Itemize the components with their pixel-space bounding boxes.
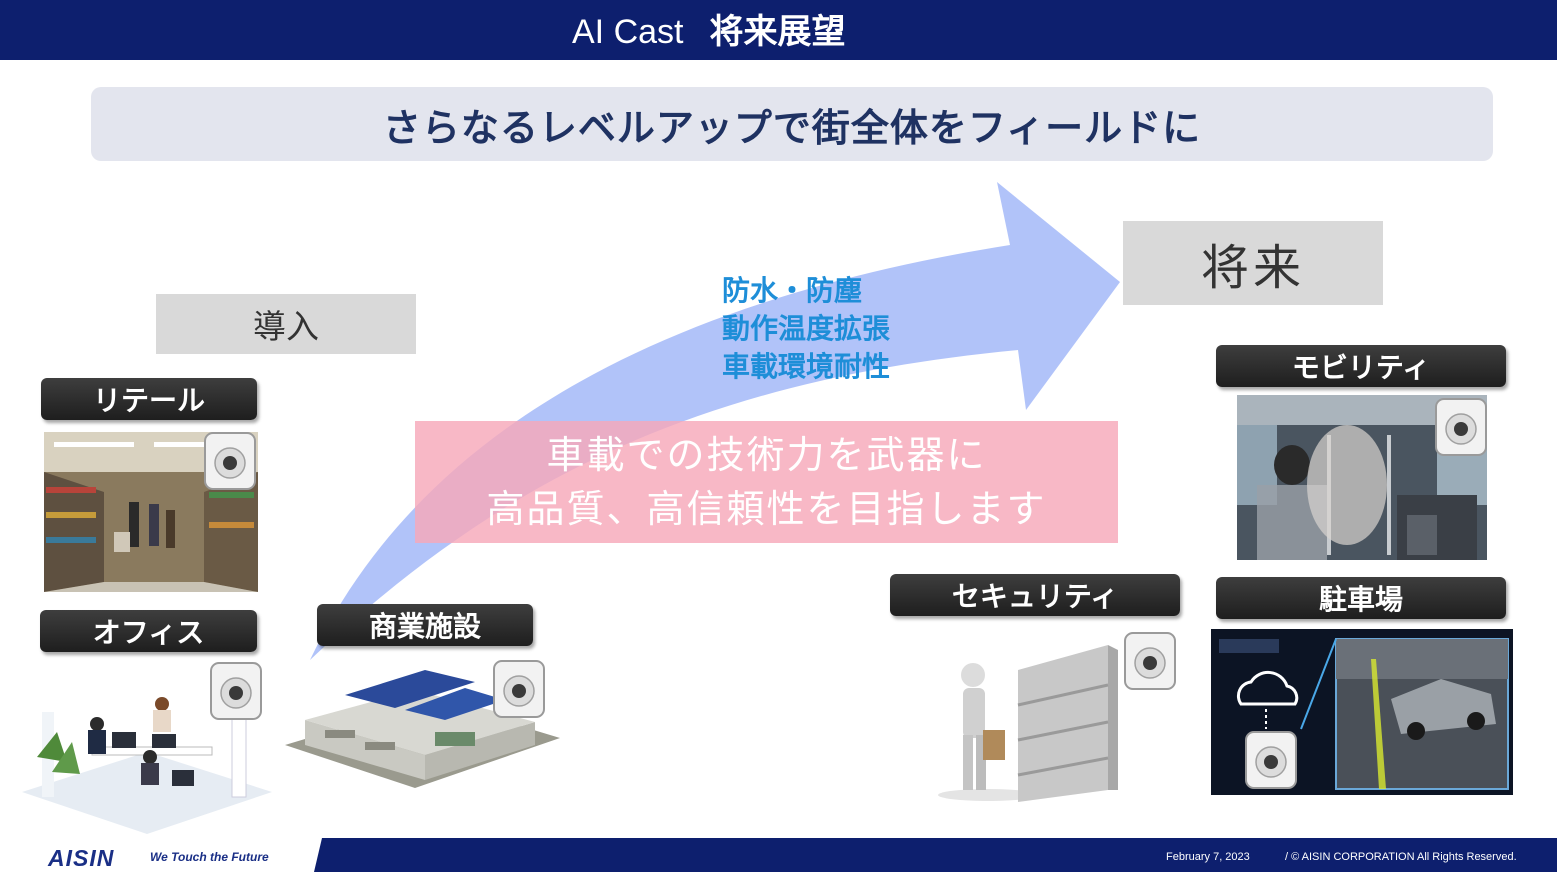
office-illustration bbox=[22, 662, 272, 834]
tag-security: セキュリティ bbox=[890, 574, 1180, 616]
camera-icon bbox=[1435, 398, 1487, 456]
parking-image bbox=[1211, 629, 1513, 795]
copyright-notice: / © AISIN CORPORATION All Rights Reserve… bbox=[1285, 851, 1517, 863]
intro-label: 導入 bbox=[156, 294, 416, 354]
future-label: 将来 bbox=[1123, 221, 1383, 305]
tag-parking: 駐車場 bbox=[1216, 577, 1506, 619]
tag-mobility: モビリティ bbox=[1216, 345, 1506, 387]
aisin-logo: AISIN bbox=[48, 845, 115, 871]
title-bar bbox=[0, 0, 1557, 60]
commercial-facility-illustration bbox=[285, 660, 560, 790]
camera-icon bbox=[210, 662, 262, 720]
camera-icon bbox=[1124, 632, 1176, 690]
mobility-photo bbox=[1237, 395, 1487, 560]
feature-temperature: 動作温度拡張 bbox=[722, 312, 891, 345]
headline-text: さらなるレベルアップで街全体をフィールドに bbox=[382, 105, 1202, 150]
tag-retail: リテール bbox=[41, 378, 257, 420]
slide-title: AI Cast 将来展望 bbox=[572, 12, 845, 52]
company-tagline: We Touch the Future bbox=[150, 850, 269, 864]
headline-box: さらなるレベルアップで街全体をフィールドに bbox=[91, 87, 1493, 161]
presentation-date: February 7, 2023 bbox=[1166, 851, 1250, 863]
tag-office: オフィス bbox=[40, 610, 257, 652]
feature-waterproof: 防水・防塵 bbox=[722, 274, 863, 307]
message-line-1: 車載での技術力を武器に bbox=[546, 433, 987, 477]
tag-commercial: 商業施設 bbox=[317, 604, 533, 646]
title-en: AI Cast bbox=[572, 13, 684, 51]
camera-icon bbox=[493, 660, 545, 718]
cloud-icon bbox=[1236, 670, 1299, 706]
title-jp: 将来展望 bbox=[709, 12, 846, 52]
camera-icon bbox=[204, 432, 256, 490]
footer bbox=[0, 838, 1557, 872]
message-line-2: 高品質、高信頼性を目指します bbox=[486, 487, 1047, 531]
feature-vehicle: 車載環境耐性 bbox=[722, 350, 891, 383]
message-box: 車載での技術力を武器に 高品質、高信頼性を目指します bbox=[415, 421, 1118, 543]
camera-icon bbox=[1245, 731, 1297, 789]
retail-photo bbox=[44, 432, 258, 592]
security-illustration bbox=[908, 630, 1180, 802]
feature-list: 防水・防塵 動作温度拡張 車載環境耐性 bbox=[722, 272, 890, 386]
